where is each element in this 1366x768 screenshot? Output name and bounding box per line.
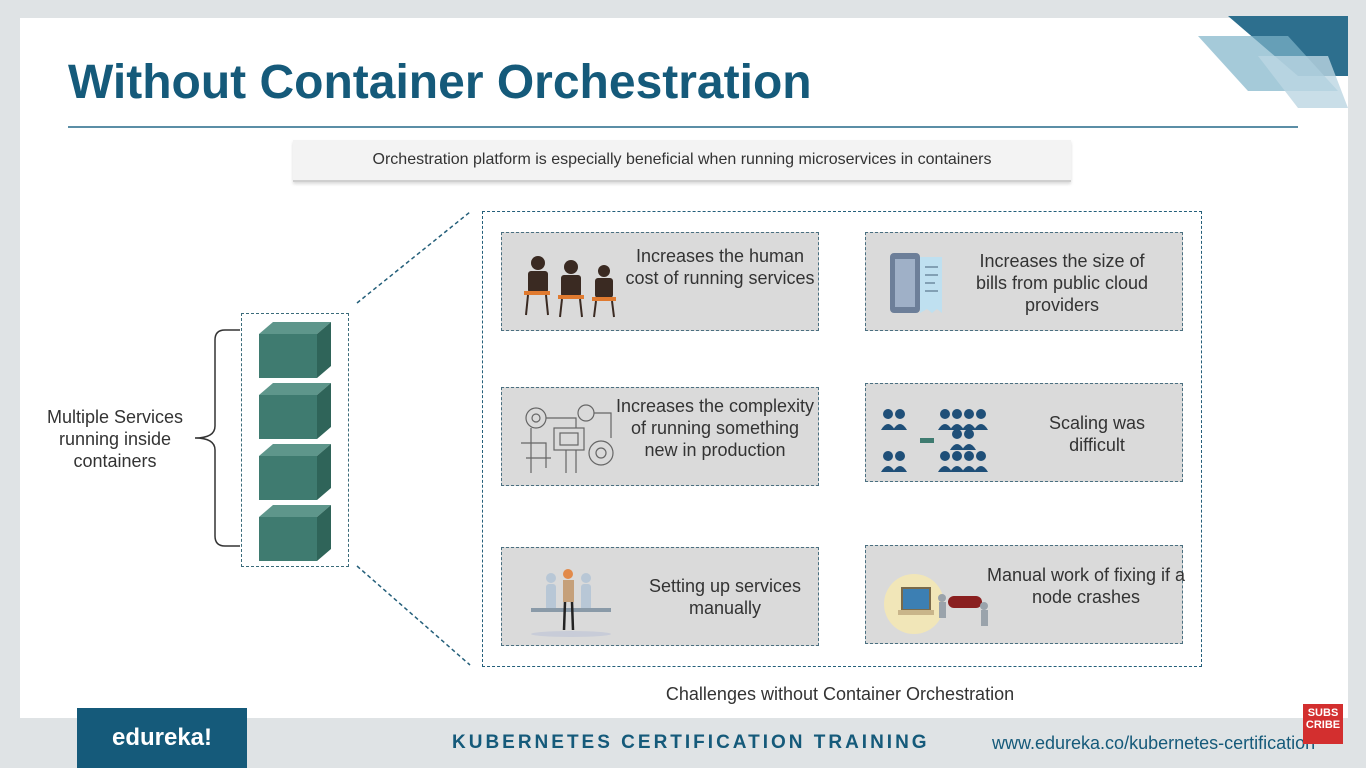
course-url[interactable]: www.edureka.co/kubernetes-certification: [992, 733, 1316, 753]
challenge-card: Scaling was difficult: [865, 383, 1183, 482]
challenge-text: Increases the complexity of running some…: [615, 396, 815, 460]
manual-setup-icon: [531, 569, 611, 637]
course-title: KUBERNETES CERTIFICATION TRAINING: [452, 732, 930, 753]
challenge-card: Increases the complexity of running some…: [501, 387, 819, 486]
container-cube-icon: [259, 505, 331, 561]
edureka-logo: edureka!: [77, 708, 247, 768]
subtitle-text: Orchestration platform is especially ben…: [372, 151, 992, 168]
container-stack: [241, 313, 349, 567]
container-cube-icon: [259, 383, 331, 439]
bracket-icon: [194, 329, 240, 547]
corner-decoration: [1198, 16, 1348, 108]
subscribe-button[interactable]: SUBS CRIBE: [1303, 704, 1343, 744]
user-groups-icon: [881, 409, 988, 472]
repair-workers-icon: [884, 574, 988, 634]
business-people-icon: [524, 256, 616, 318]
services-label: Multiple Services running inside contain…: [46, 407, 184, 471]
challenge-text: Increases the size of bills from public …: [975, 251, 1149, 315]
challenge-card: Increases the size of bills from public …: [865, 232, 1183, 331]
challenge-text: Setting up services manually: [648, 576, 802, 618]
complex-machinery-icon: [521, 404, 614, 473]
challenge-text: Manual work of fixing if a node crashes: [986, 565, 1186, 607]
challenge-card: Setting up services manually: [501, 547, 819, 646]
title-divider: [68, 126, 1298, 128]
container-cube-icon: [259, 444, 331, 500]
challenge-text: Increases the human cost of running serv…: [625, 246, 815, 288]
challenge-card: Increases the human cost of running serv…: [501, 232, 819, 331]
page-title: Without Container Orchestration: [68, 56, 812, 109]
subscribe-line2: CRIBE: [1305, 719, 1341, 731]
subscribe-line1: SUBS: [1307, 707, 1339, 719]
subtitle-banner: Orchestration platform is especially ben…: [293, 140, 1071, 182]
billing-icon: [890, 253, 942, 313]
challenge-text: Scaling was difficult: [1048, 413, 1146, 455]
container-cube-icon: [259, 322, 331, 378]
challenges-panel: Increases the human cost of running serv…: [482, 211, 1202, 667]
panel-caption: Challenges without Container Orchestrati…: [665, 684, 1015, 704]
challenge-card: Manual work of fixing if a node crashes: [865, 545, 1186, 644]
zoom-connector: [356, 211, 471, 666]
